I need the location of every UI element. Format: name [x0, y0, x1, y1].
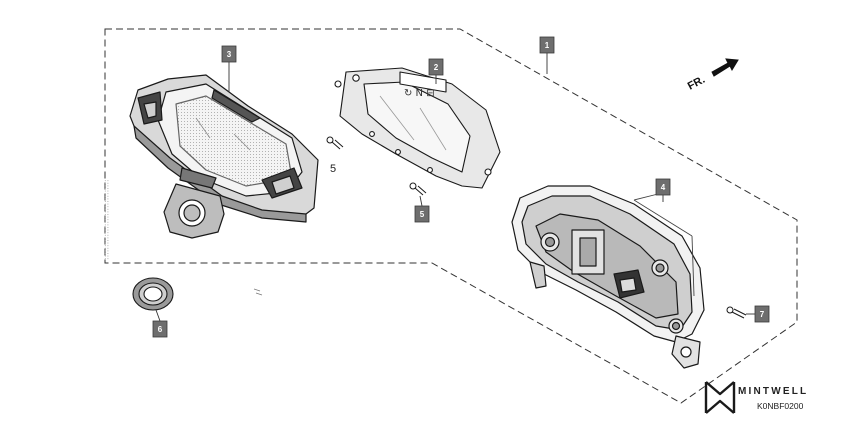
- meter-cover-part: [129, 74, 319, 239]
- screen-glyphs: ↻ N ⊟: [404, 88, 435, 99]
- callout-4: 4: [655, 178, 671, 196]
- screw-middle: [409, 182, 427, 196]
- svg-text:6: 6: [158, 325, 163, 334]
- arrow-icon: [711, 58, 739, 77]
- callout-6: 6: [152, 320, 168, 338]
- callout-2: 2: [428, 58, 444, 76]
- callout-3: 3: [221, 45, 237, 63]
- grommet-part: [132, 277, 174, 311]
- svg-text:1: 1: [545, 41, 550, 50]
- svg-text:4: 4: [661, 183, 666, 192]
- part-code: K0NBF0200: [757, 401, 804, 411]
- brand-name: MINTWELL: [738, 386, 808, 397]
- svg-text:7: 7: [760, 310, 765, 319]
- callout-7: 7: [754, 305, 770, 323]
- screw-upper: [326, 136, 344, 150]
- front-direction-arrow: FR.: [686, 58, 739, 93]
- leader-lines: [155, 53, 755, 322]
- display-unit-part: [334, 67, 501, 189]
- svg-text:5: 5: [420, 210, 425, 219]
- callout-5: 5: [414, 205, 430, 223]
- screw-housing: [726, 306, 747, 319]
- frame-shading: [104, 180, 110, 260]
- callout-1: 1: [539, 36, 555, 54]
- meter-housing-part: [511, 185, 705, 369]
- small-mark: [253, 288, 263, 296]
- assembly-outline: [104, 28, 798, 404]
- screw-upper-number: 5: [330, 163, 336, 175]
- brand-logo: [704, 381, 736, 414]
- front-direction-label: FR.: [686, 74, 707, 93]
- svg-text:3: 3: [227, 50, 232, 59]
- svg-text:2: 2: [434, 63, 439, 72]
